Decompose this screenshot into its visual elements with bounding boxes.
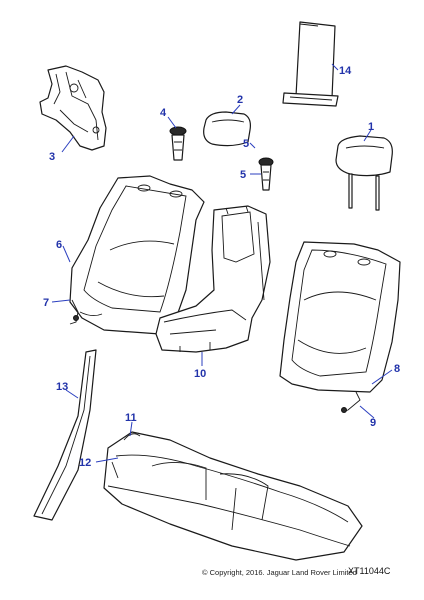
callout-10: 10	[194, 368, 206, 380]
leader-11	[129, 421, 133, 437]
callout-1: 1	[368, 121, 374, 133]
part-13-trim-strip	[33, 349, 97, 521]
callout-5a: 5	[243, 138, 249, 150]
leader-14	[331, 63, 339, 71]
leader-5a	[249, 142, 256, 149]
leader-1	[363, 129, 372, 142]
callout-13: 13	[56, 381, 68, 393]
leader-7	[51, 299, 71, 303]
part-5-guide	[258, 157, 274, 191]
diagram-code: XT11044C	[348, 566, 391, 576]
leader-13	[65, 389, 79, 399]
leader-12	[95, 457, 119, 463]
callout-9: 9	[370, 417, 376, 429]
copyright-text: © Copyright, 2016. Jaguar Land Rover Lim…	[202, 568, 357, 577]
leader-8	[371, 369, 393, 385]
leader-4	[167, 116, 177, 129]
callouts: 1 2 3 4 5 5 6 7 8 9 10 11 12 13 14	[43, 65, 400, 469]
callout-4: 4	[160, 107, 167, 119]
part-8-seat-back-right	[279, 241, 401, 413]
part-1-headrest	[335, 135, 393, 211]
callout-7: 7	[43, 297, 49, 309]
callout-12: 12	[79, 457, 91, 469]
callout-5b: 5	[240, 169, 246, 181]
leader-2	[231, 104, 241, 115]
part-10-armrest	[155, 205, 271, 353]
part-3-bracket	[39, 65, 107, 151]
leader-3	[61, 135, 75, 153]
part-14-panel	[282, 21, 339, 107]
callout-11: 11	[125, 412, 137, 424]
callout-6: 6	[56, 239, 62, 251]
callout-8: 8	[394, 363, 400, 375]
part-4-guide	[169, 126, 187, 161]
leader-6	[62, 245, 71, 263]
leader-lines	[51, 63, 393, 463]
callout-14: 14	[339, 65, 352, 77]
leader-9	[359, 405, 375, 419]
part-6-seat-back-left	[69, 175, 205, 335]
part-2-headrest	[203, 111, 251, 147]
callout-2: 2	[237, 94, 243, 106]
callout-3: 3	[49, 151, 55, 163]
part-12-seat-cushion	[103, 431, 363, 561]
